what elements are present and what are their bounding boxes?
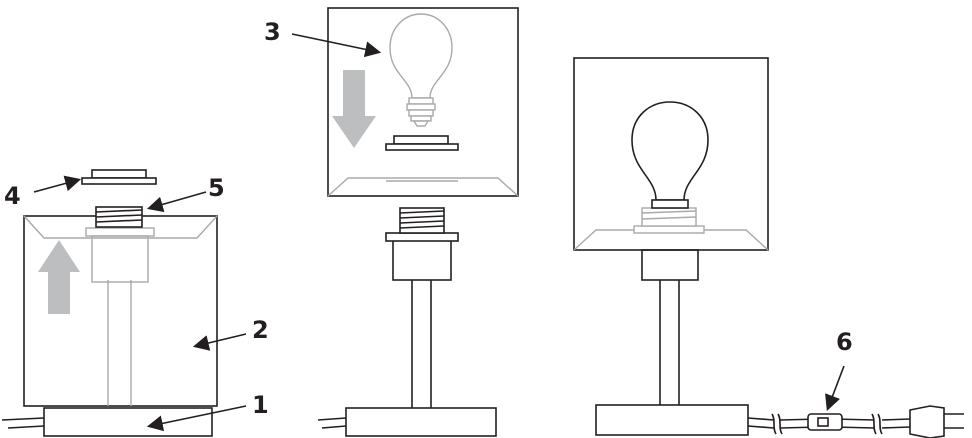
callout-1: 1 (252, 391, 269, 419)
lamp-stem (659, 280, 680, 405)
socket-holder (392, 239, 452, 281)
step-1-shade-attach (1, 169, 218, 437)
lamp-shade (573, 57, 769, 251)
callout-4: 4 (4, 182, 21, 210)
power-cord (747, 413, 911, 435)
socket-holder (641, 249, 699, 281)
lamp-stem (411, 280, 432, 408)
lamp-base (345, 407, 497, 437)
callout-arrow-4 (33, 175, 82, 193)
callout-5: 5 (208, 174, 225, 202)
down-motion-arrow (332, 70, 376, 148)
callout-3: 3 (264, 18, 281, 46)
light-bulb (631, 101, 709, 209)
light-bulb (389, 13, 453, 127)
power-plug (909, 405, 964, 438)
callout-arrow-2 (192, 333, 247, 351)
socket-thread (633, 207, 705, 234)
step-2-bulb-insert (317, 7, 519, 437)
step-3-assembled (573, 57, 964, 438)
inline-switch (807, 413, 843, 431)
shade-ring (81, 169, 157, 185)
callout-6: 6 (836, 328, 853, 356)
callout-arrow-5 (146, 191, 207, 213)
power-cord-stub (1, 417, 45, 429)
callout-arrow-3 (291, 33, 382, 58)
lamp-stem (107, 280, 132, 406)
callout-arrow-6 (825, 365, 845, 411)
callout-2: 2 (252, 316, 269, 344)
lamp-base (43, 407, 213, 437)
shade-ring (385, 135, 459, 151)
socket-thread (399, 207, 445, 234)
socket-thread (95, 206, 143, 228)
power-cord-stub (317, 417, 347, 429)
socket-holder (91, 235, 149, 283)
callout-arrow-1 (146, 405, 247, 432)
up-motion-arrow (38, 240, 80, 314)
lamp-base (595, 404, 749, 436)
